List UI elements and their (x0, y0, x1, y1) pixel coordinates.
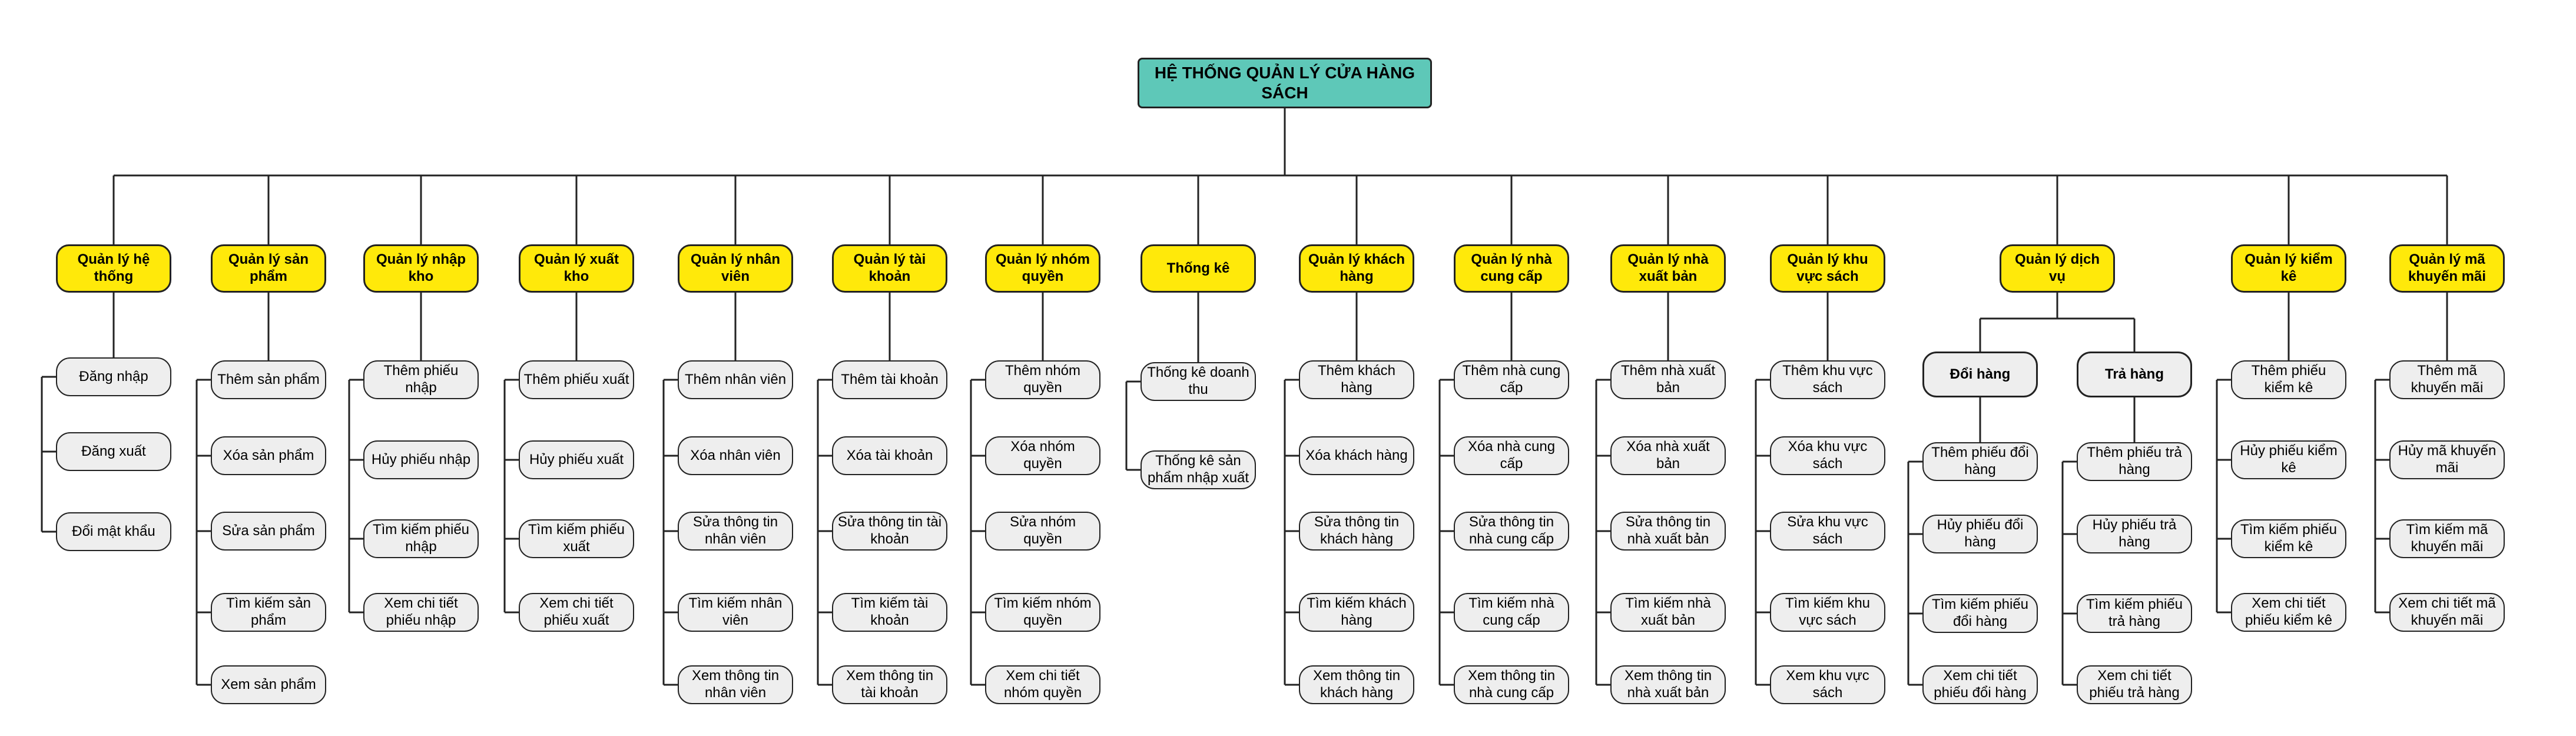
module-node: Quản lý kiểm kê (2231, 244, 2346, 293)
leaf-node: Hủy phiếu xuất (519, 440, 634, 479)
leaf-node: Sửa thông tin nhân viên (678, 512, 793, 551)
leaf-node: Sửa thông tin nhà cung cấp (1454, 512, 1569, 551)
leaf-node: Tìm kiếm nhóm quyền (985, 593, 1100, 632)
leaf-node: Xóa sản phẩm (211, 436, 326, 475)
leaf-node: Hủy phiếu kiểm kê (2231, 440, 2346, 479)
module-node: Quản lý dịch vụ (2000, 244, 2115, 293)
leaf-node: Hủy phiếu nhập (363, 440, 479, 479)
module-node: Quản lý nhóm quyền (985, 244, 1100, 293)
module-node: Quản lý mã khuyến mãi (2389, 244, 2505, 293)
leaf-node: Xóa khách hàng (1299, 436, 1414, 475)
leaf-node: Xem chi tiết phiếu đổi hàng (1922, 665, 2038, 704)
module-node: Quản lý xuất kho (519, 244, 634, 293)
leaf-node: Tìm kiếm khách hàng (1299, 593, 1414, 632)
leaf-node: Tìm kiếm phiếu nhập (363, 519, 479, 558)
leaf-node: Thêm khách hàng (1299, 360, 1414, 399)
leaf-node: Xóa nhân viên (678, 436, 793, 475)
module-node: Quản lý nhà cung cấp (1454, 244, 1569, 293)
leaf-node: Tìm kiếm khu vực sách (1770, 593, 1885, 632)
leaf-node: Thêm tài khoản (832, 360, 947, 399)
leaf-node: Sửa thông tin tài khoản (832, 512, 947, 551)
module-node: Quản lý nhập kho (363, 244, 479, 293)
leaf-node: Xem sản phẩm (211, 665, 326, 704)
leaf-node: Thêm mã khuyến mãi (2389, 360, 2505, 399)
leaf-node: Đăng xuất (56, 432, 171, 471)
leaf-node: Tìm kiếm phiếu trả hàng (2077, 594, 2192, 633)
module-node: Quản lý hệ thống (56, 244, 171, 293)
leaf-node: Tìm kiếm mã khuyến mãi (2389, 519, 2505, 558)
leaf-node: Tìm kiếm nhân viên (678, 593, 793, 632)
module-node: Quản lý nhân viên (678, 244, 793, 293)
leaf-node: Sửa thông tin nhà xuất bản (1610, 512, 1726, 551)
leaf-node: Thêm nhà xuất bản (1610, 360, 1726, 399)
leaf-node: Thêm nhóm quyền (985, 360, 1100, 399)
leaf-node: Tìm kiếm tài khoản (832, 593, 947, 632)
leaf-node: Thêm phiếu kiểm kê (2231, 360, 2346, 399)
leaf-node: Thêm nhân viên (678, 360, 793, 399)
leaf-node: Tìm kiếm phiếu xuất (519, 519, 634, 558)
leaf-node: Xem chi tiết mã khuyến mãi (2389, 593, 2505, 632)
leaf-node: Xem thông tin nhà cung cấp (1454, 665, 1569, 704)
leaf-node: Xem thông tin nhà xuất bản (1610, 665, 1726, 704)
leaf-node: Thêm phiếu nhập (363, 360, 479, 399)
leaf-node: Xem thông tin nhân viên (678, 665, 793, 704)
module-node: Thống kê (1141, 244, 1256, 293)
leaf-node: Xem thông tin tài khoản (832, 665, 947, 704)
leaf-node: Xem khu vực sách (1770, 665, 1885, 704)
leaf-node: Xóa nhóm quyền (985, 436, 1100, 475)
leaf-node: Thêm phiếu xuất (519, 360, 634, 399)
leaf-node: Tìm kiếm phiếu đổi hàng (1922, 594, 2038, 633)
leaf-node: Xem chi tiết nhóm quyền (985, 665, 1100, 704)
leaf-node: Xóa nhà cung cấp (1454, 436, 1569, 475)
leaf-node: Thêm nhà cung cấp (1454, 360, 1569, 399)
leaf-node: Xem chi tiết phiếu nhập (363, 593, 479, 632)
leaf-node: Thêm khu vực sách (1770, 360, 1885, 399)
leaf-node: Xem thông tin khách hàng (1299, 665, 1414, 704)
leaf-node: Xem chi tiết phiếu trả hàng (2077, 665, 2192, 704)
leaf-node: Hủy phiếu trả hàng (2077, 515, 2192, 553)
module-node: Quản lý nhà xuất bản (1610, 244, 1726, 293)
module-node: Quản lý khách hàng (1299, 244, 1414, 293)
leaf-node: Thống kê doanh thu (1141, 362, 1256, 401)
leaf-node: Thêm sản phẩm (211, 360, 326, 399)
leaf-node: Xóa nhà xuất bản (1610, 436, 1726, 475)
leaf-node: Xem chi tiết phiếu xuất (519, 593, 634, 632)
leaf-node: Sửa nhóm quyền (985, 512, 1100, 551)
leaf-node: Đổi mật khẩu (56, 512, 171, 551)
leaf-node: Xóa khu vực sách (1770, 436, 1885, 475)
module-node: Quản lý sản phẩm (211, 244, 326, 293)
subgroup-node: Đổi hàng (1922, 352, 2038, 397)
leaf-node: Tìm kiếm phiếu kiểm kê (2231, 519, 2346, 558)
leaf-node: Thêm phiếu trả hàng (2077, 442, 2192, 481)
module-node: Quản lý tài khoản (832, 244, 947, 293)
leaf-node: Hủy mã khuyến mãi (2389, 440, 2505, 479)
subgroup-node: Trả hàng (2077, 352, 2192, 397)
leaf-node: Tìm kiếm sản phẩm (211, 593, 326, 632)
leaf-node: Xóa tài khoản (832, 436, 947, 475)
leaf-node: Thêm phiếu đổi hàng (1922, 442, 2038, 481)
module-node: Quản lý khu vực sách (1770, 244, 1885, 293)
leaf-node: Sửa sản phẩm (211, 512, 326, 551)
leaf-node: Thống kê sản phẩm nhập xuất (1141, 450, 1256, 489)
leaf-node: Hủy phiếu đổi hàng (1922, 515, 2038, 553)
leaf-node: Tìm kiếm nhà cung cấp (1454, 593, 1569, 632)
leaf-node: Sửa khu vực sách (1770, 512, 1885, 551)
leaf-node: Xem chi tiết phiếu kiểm kê (2231, 593, 2346, 632)
leaf-node: Tìm kiếm nhà xuất bản (1610, 593, 1726, 632)
leaf-node: Đăng nhập (56, 357, 171, 396)
root-title: HỆ THỐNG QUẢN LÝ CỬA HÀNG SÁCH (1138, 58, 1432, 108)
leaf-node: Sửa thông tin khách hàng (1299, 512, 1414, 551)
